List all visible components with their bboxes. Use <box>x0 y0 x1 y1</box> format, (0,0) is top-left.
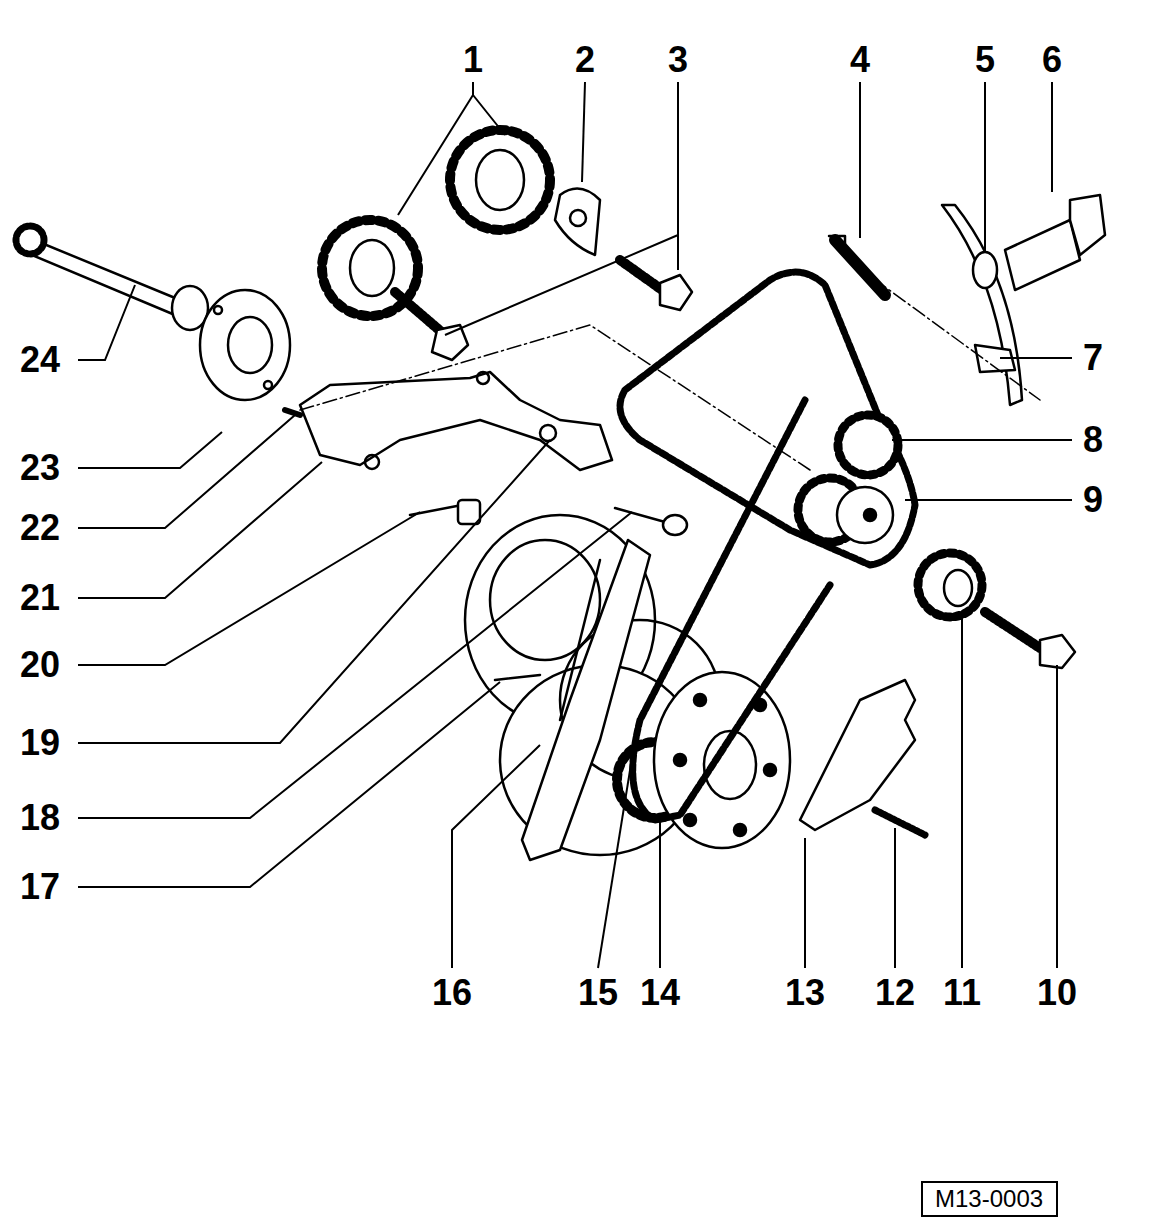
callout-number: 6 <box>1042 42 1062 78</box>
callout-number: 20 <box>20 647 60 683</box>
callout-number: 1 <box>463 42 483 78</box>
callout-number: 15 <box>578 975 618 1011</box>
callout-number: 13 <box>785 975 825 1011</box>
callout-number: 2 <box>575 42 595 78</box>
callout-number: 8 <box>1083 422 1103 458</box>
figure-code: M13-0003 <box>935 1187 1044 1211</box>
callout-number: 21 <box>20 580 60 616</box>
callout-number: 10 <box>1037 975 1077 1011</box>
callout-number: 19 <box>20 725 60 761</box>
callout-number: 16 <box>432 975 472 1011</box>
figure-code-box: M13-0003 <box>921 1181 1058 1217</box>
callout-number: 23 <box>20 450 60 486</box>
callout-number: 7 <box>1083 340 1103 376</box>
callout-number: 5 <box>975 42 995 78</box>
callout-number: 3 <box>668 42 688 78</box>
callout-number: 4 <box>850 42 870 78</box>
leader-lines <box>78 82 1072 968</box>
callout-number: 22 <box>20 510 60 546</box>
callout-number: 9 <box>1083 482 1103 518</box>
callout-number: 12 <box>875 975 915 1011</box>
callout-number: 24 <box>20 342 60 378</box>
callout-number: 14 <box>640 975 680 1011</box>
callout-number: 17 <box>20 869 60 905</box>
callout-number: 11 <box>943 975 981 1011</box>
callout-number: 18 <box>20 800 60 836</box>
